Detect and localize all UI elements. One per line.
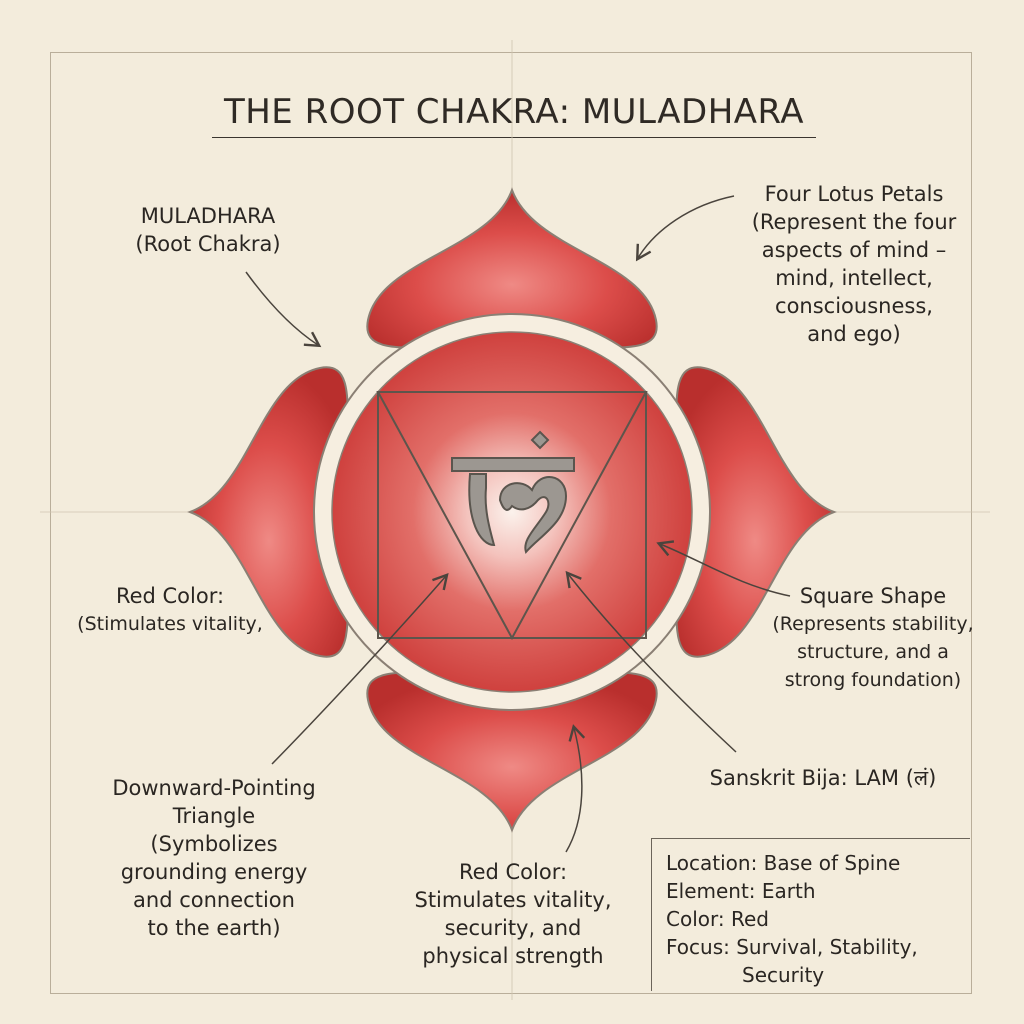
info-element: Element: Earth (666, 879, 816, 903)
info-box: Location: Base of Spine Element: Earth C… (651, 838, 970, 991)
page-title: THE ROOT CHAKRA: MULADHARA (223, 92, 805, 132)
label-square-line4: strong foundation) (784, 669, 962, 691)
label-petals-line2: (Represent the four (751, 210, 957, 234)
label-triangle-line6: to the earth) (147, 916, 281, 940)
label-red-left-line2: (Stimulates vitality, (77, 613, 263, 635)
label-petals-line4: mind, intellect, (775, 266, 933, 290)
label-bija-text: Sanskrit Bija: LAM (लं) (709, 766, 937, 790)
label-triangle-line3: (Symbolizes (150, 832, 278, 856)
label-muladhara-line2: (Root Chakra) (135, 232, 281, 256)
label-red-color-left: Red Color: (Stimulates vitality, (60, 582, 280, 638)
info-color: Color: Red (666, 907, 769, 931)
inner-disc (331, 331, 693, 693)
arrow-triangle (271, 573, 449, 765)
label-square-line2: (Represents stability, (772, 613, 974, 635)
info-focus-line2: Security (742, 963, 825, 987)
title-underline (212, 137, 816, 138)
label-petals-line6: and ego) (807, 322, 901, 346)
bija-lam-symbol (451, 430, 575, 554)
label-petals-line1: Four Lotus Petals (764, 182, 944, 206)
label-downward-triangle: Downward-Pointing Triangle (Symbolizes g… (96, 774, 332, 942)
label-red-color-bottom: Red Color: Stimulates vitality, security… (398, 858, 628, 970)
label-red-bottom-line2: Stimulates vitality, (414, 888, 612, 912)
label-red-bottom-line1: Red Color: (458, 860, 568, 884)
arrow-bija (565, 570, 737, 753)
label-triangle-line5: and connection (133, 888, 295, 912)
label-triangle-line1: Downward-Pointing (112, 776, 316, 800)
label-lotus-petals: Four Lotus Petals (Represent the four as… (738, 180, 970, 348)
label-sanskrit-bija: Sanskrit Bija: LAM (लं) (690, 764, 956, 792)
arrow-petals (635, 195, 735, 262)
label-square-line3: structure, and a (797, 641, 949, 663)
arrow-muladhara (245, 271, 322, 348)
drawing-frame (50, 52, 972, 994)
label-triangle-line2: Triangle (172, 804, 256, 828)
arrow-square (656, 540, 791, 597)
label-petals-line5: consciousness, (775, 294, 933, 318)
label-muladhara: MULADHARA (Root Chakra) (118, 202, 298, 258)
info-location: Location: Base of Spine (666, 851, 901, 875)
arrow-red-bottom (565, 724, 586, 853)
label-square-shape: Square Shape (Represents stability, stru… (766, 582, 980, 694)
label-muladhara-line1: MULADHARA (140, 204, 276, 228)
label-red-left-line1: Red Color: (115, 584, 225, 608)
label-square-line1: Square Shape (799, 584, 947, 608)
label-red-bottom-line3: security, and (444, 916, 582, 940)
downward-triangle (376, 391, 648, 641)
label-triangle-line4: grounding energy (120, 860, 308, 884)
label-red-bottom-line4: physical strength (422, 944, 604, 968)
info-focus-line1: Focus: Survival, Stability, (666, 935, 918, 959)
label-petals-line3: aspects of mind – (761, 238, 947, 262)
